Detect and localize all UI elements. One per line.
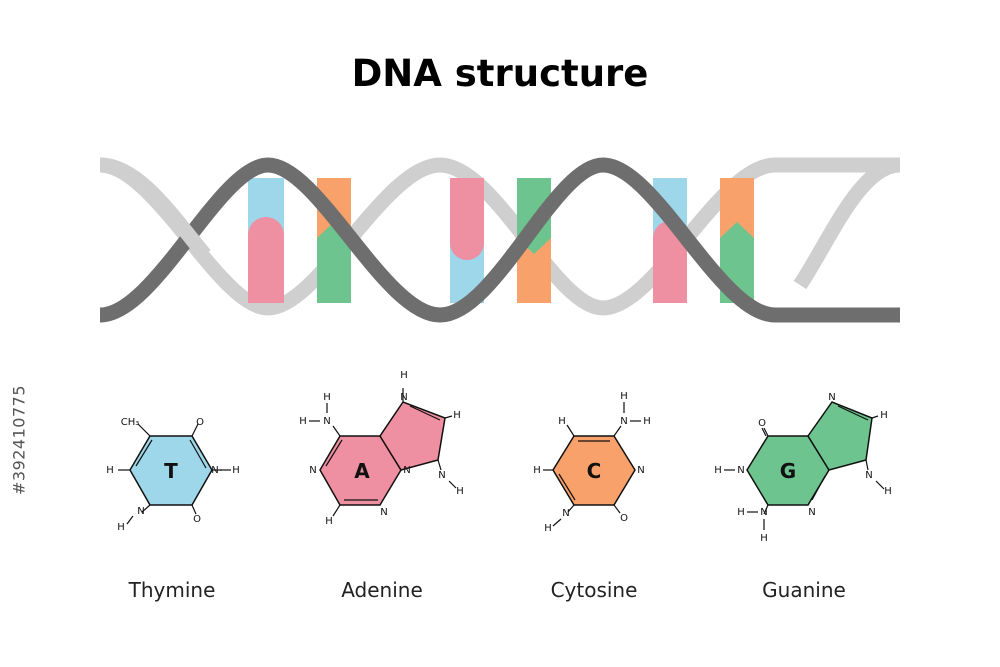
thymine-n1: N (211, 465, 218, 476)
guanine-letter: G (780, 459, 796, 483)
adenine-h3: H (400, 370, 408, 381)
guanine-h2: H (737, 507, 745, 518)
thymine-h1: H (232, 465, 240, 476)
adenine-h4: H (453, 410, 461, 421)
dna-strand-light (99, 157, 900, 316)
thymine-h3: H (106, 465, 114, 476)
cytosine-label: Cytosine (550, 578, 638, 602)
dna-strand-light-front-2 (775, 165, 900, 315)
guanine-o1: O (758, 418, 766, 429)
guanine-structure: G O N H H N H N H N H N (714, 392, 892, 544)
base-pair-rungs (248, 178, 754, 303)
guanine-label: Guanine (762, 578, 846, 602)
adenine-letter: A (354, 459, 370, 483)
diagram-title: DNA structure (351, 52, 649, 95)
cytosine-h2: H (620, 391, 628, 402)
dna-strand-dark (99, 157, 900, 323)
adenine-n6: N (403, 465, 410, 476)
cytosine-h4: H (533, 465, 541, 476)
cytosine-h1: H (558, 416, 566, 427)
adenine-h5: H (456, 486, 464, 497)
thymine-ch3: CH₃ (121, 417, 140, 428)
guanine-n4: N (865, 470, 872, 481)
thymine-letter: T (164, 459, 178, 483)
adenine-n4: N (438, 470, 445, 481)
cytosine-o1: O (620, 513, 628, 524)
cytosine-n1: N (620, 416, 627, 427)
cytosine-n2: N (637, 465, 644, 476)
thymine-h2: H (117, 522, 125, 533)
guanine-h1: H (714, 465, 722, 476)
guanine-h3: H (760, 533, 768, 544)
base-pair-2 (450, 178, 551, 303)
cytosine-structure: C H H N H H N N H O (533, 391, 651, 534)
guanine-h5: H (884, 486, 892, 497)
guanine-n2: N (760, 507, 767, 518)
cytosine-n3: N (562, 508, 569, 519)
thymine-o1: O (196, 417, 204, 428)
adenine-n1: N (323, 416, 330, 427)
thymine-label: Thymine (128, 578, 216, 602)
adenine-h2: H (323, 392, 331, 403)
adenine-n3: N (309, 465, 316, 476)
guanine-h4: H (880, 410, 888, 421)
guanine-n5: N (808, 507, 815, 518)
cytosine-h3: H (643, 416, 651, 427)
cytosine-letter: C (587, 459, 602, 483)
adenine-imidazole (379, 401, 446, 471)
adenine-label: Adenine (341, 578, 423, 602)
base-pair-3 (653, 178, 754, 303)
adenine-h1: H (299, 416, 307, 427)
guanine-n3: N (828, 392, 835, 403)
thymine-n2: N (137, 506, 144, 517)
adenine-h6: H (325, 516, 333, 527)
adenine-n5: N (380, 507, 387, 518)
adenine-structure: A H N H H N N H N H N H N (299, 370, 464, 527)
guanine-imidazole (807, 401, 873, 471)
adenine-n2: N (400, 392, 407, 403)
dna-strand-light-end (793, 157, 901, 290)
thymine-structure: T CH₃ O N H O N H H (106, 417, 240, 533)
cytosine-h5: H (544, 523, 552, 534)
thymine-o2: O (193, 514, 201, 525)
guanine-n1: N (737, 465, 744, 476)
dna-strand-light-front (99, 157, 211, 260)
